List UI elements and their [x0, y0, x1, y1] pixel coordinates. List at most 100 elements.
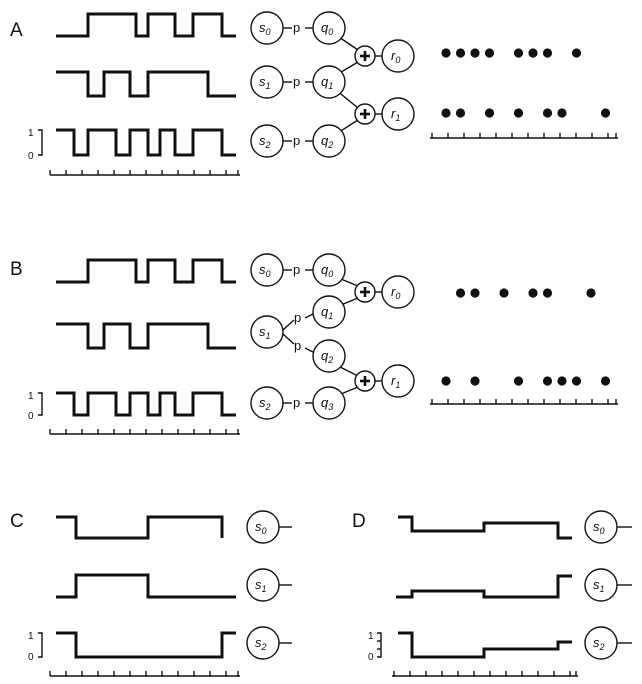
scale-zero-c: 0: [28, 652, 34, 663]
panel-b: B 1 0 s0: [10, 253, 618, 435]
spike-dot: [542, 108, 553, 118]
spike-dot: [528, 48, 538, 58]
svg-text:s2: s2: [593, 635, 605, 652]
nodes-d: s0 s1 s2: [584, 510, 632, 660]
spike-dot: [557, 376, 567, 386]
svg-text:r0: r0: [391, 284, 400, 301]
p-label-a1: p: [293, 74, 300, 89]
spike-axis-b: [430, 399, 618, 405]
spike-dot: [455, 48, 466, 58]
waveform-s2-d: [398, 631, 572, 659]
node-r0-b: [381, 275, 415, 309]
spike-dot: [470, 376, 480, 386]
waveform-s0-c: [56, 515, 224, 540]
spike-dot: [600, 108, 611, 118]
waveform-s1-a: [56, 70, 236, 98]
waveform-s2-c: [56, 631, 236, 659]
panel-label-d: D: [352, 511, 366, 532]
spike-dot: [542, 288, 553, 298]
node-s2-a: [250, 124, 284, 158]
waveform-s2-a: [56, 128, 236, 157]
node-q1-a: [312, 65, 346, 99]
scale-bracket-d: 1 0: [368, 631, 382, 663]
spike-dot: [528, 288, 538, 298]
panel-c: C 1 0 s0 s1 s2: [10, 510, 292, 677]
p-label-a2: p: [293, 133, 300, 148]
svg-text:s0: s0: [593, 519, 605, 536]
spike-dot: [557, 108, 567, 118]
spike-train-r1-b: [441, 376, 611, 386]
scale-one-a: 1: [28, 128, 34, 139]
svg-text:q0: q0: [321, 20, 333, 37]
spike-dot: [441, 376, 451, 386]
svg-text:s1: s1: [255, 577, 267, 594]
node-s1-b: [250, 315, 284, 349]
spike-dot: [499, 288, 509, 298]
panel-a: A 1 0 s0: [10, 11, 618, 176]
svg-text:s0: s0: [255, 519, 267, 536]
spike-dot: [513, 108, 524, 118]
spike-dot: [542, 376, 553, 386]
waveform-s1-b: [56, 322, 236, 350]
waveform-s0-d: [398, 515, 572, 540]
spike-dot: [470, 288, 480, 298]
time-axis-a: [49, 170, 240, 176]
node-r0-a: [381, 39, 415, 73]
spike-dot: [586, 288, 596, 298]
waveform-s1-d: [396, 574, 572, 599]
panel-label-c: C: [10, 511, 24, 532]
svg-text:s1: s1: [259, 74, 271, 91]
time-axis-b: [49, 429, 240, 435]
spike-dot: [542, 48, 553, 58]
svg-text:q1: q1: [321, 304, 333, 321]
svg-text:r0: r0: [391, 48, 400, 65]
spike-train-r0-b: [455, 288, 596, 298]
node-q1-b: [312, 295, 346, 329]
spike-dot: [513, 48, 524, 58]
spike-dot: [484, 48, 495, 58]
network-a: s0 s1 s2 p p p q0 q1 q2 r0 r1: [250, 11, 415, 158]
scale-zero-a: 0: [28, 151, 34, 162]
svg-text:s1: s1: [593, 577, 605, 594]
p-label-b2: p: [294, 338, 301, 353]
svg-text:s2: s2: [259, 395, 271, 412]
time-axis-d: [392, 671, 578, 677]
node-s0-a: [250, 11, 284, 45]
node-s2-b: [250, 386, 284, 420]
panel-label-a: A: [10, 20, 23, 41]
svg-text:s0: s0: [259, 262, 271, 279]
scale-one-b: 1: [28, 391, 34, 402]
scale-one-d: 1: [368, 631, 374, 642]
p-label-b0: p: [293, 262, 300, 277]
scale-bracket-c: 1 0: [28, 631, 43, 663]
node-r1-a: [381, 97, 415, 131]
time-axis-c: [49, 671, 240, 677]
scale-zero-d: 0: [368, 652, 374, 663]
svg-text:q1: q1: [321, 74, 333, 91]
node-q2-a: [312, 124, 346, 158]
waveform-s0-b: [56, 258, 236, 284]
svg-text:s2: s2: [259, 133, 271, 150]
spike-train-r1-a: [441, 108, 611, 118]
scale-zero-b: 0: [28, 411, 34, 422]
spike-dot: [441, 108, 451, 118]
waveform-s0-a: [56, 12, 236, 38]
svg-text:r1: r1: [391, 106, 400, 123]
svg-text:q0: q0: [321, 262, 333, 279]
scale-bracket-a: 1 0: [28, 128, 43, 162]
nodes-c: s0 s1 s2: [246, 510, 292, 660]
spike-dot: [571, 376, 582, 386]
p-label-b3: p: [293, 395, 300, 410]
waveform-s2-b: [56, 391, 236, 417]
spike-dot: [600, 376, 611, 386]
scale-bracket-b: 1 0: [28, 391, 43, 422]
node-s0-b: [250, 253, 284, 287]
p-label-a0: p: [293, 20, 300, 35]
spike-dot: [441, 48, 451, 58]
node-q3-b: [312, 386, 346, 420]
svg-text:q2: q2: [321, 348, 333, 365]
node-s1-a: [250, 65, 284, 99]
scale-one-c: 1: [28, 631, 34, 642]
spike-axis-a: [430, 133, 618, 139]
panel-label-b: B: [10, 259, 23, 280]
